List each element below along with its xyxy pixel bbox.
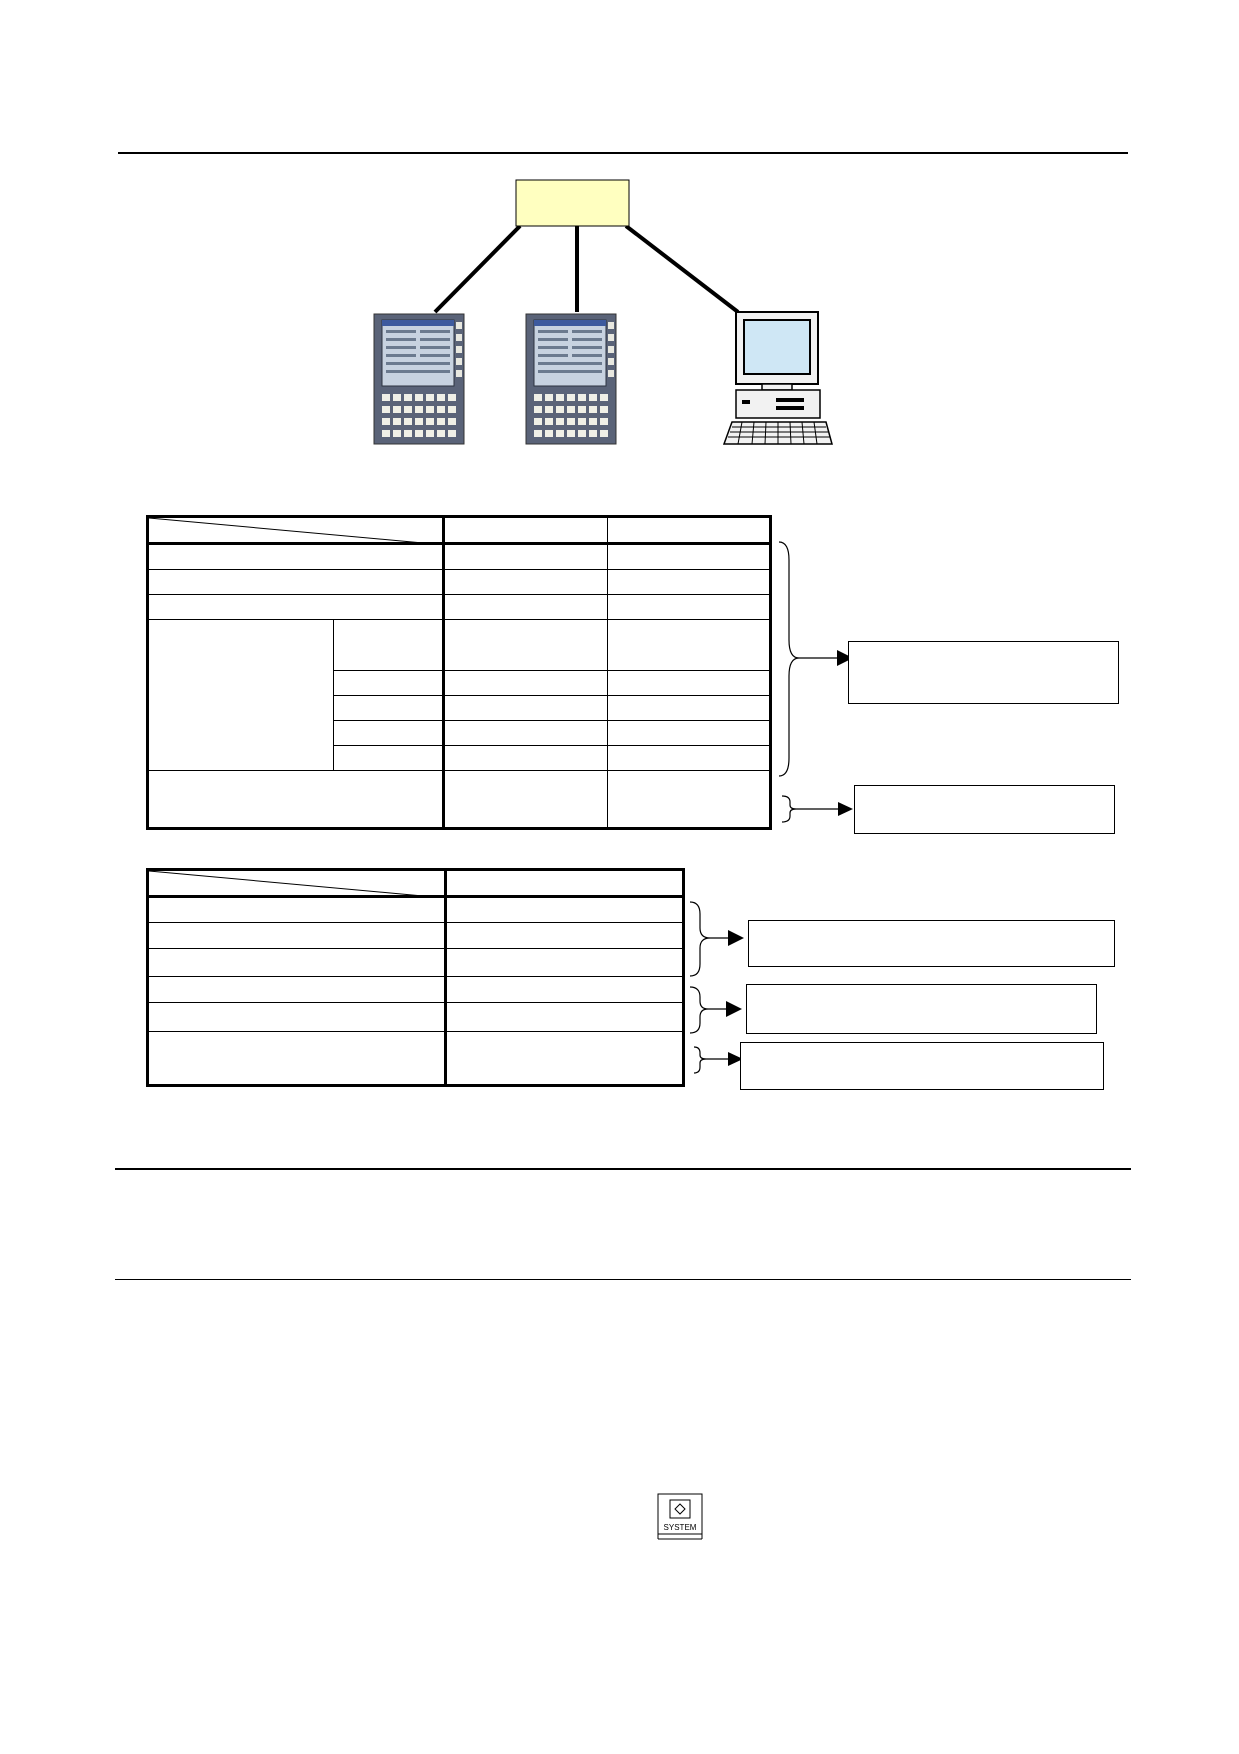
table-cell <box>442 594 608 620</box>
table-cell <box>607 619 771 671</box>
callout-box-3 <box>748 920 1115 967</box>
table-cell <box>607 745 771 771</box>
table-header-cell <box>443 869 685 898</box>
table-row <box>147 1002 685 1032</box>
table-cell <box>333 745 444 771</box>
table-cell <box>147 948 446 977</box>
link-line-left <box>433 224 522 314</box>
table-cell <box>443 896 685 923</box>
table-row <box>147 770 771 829</box>
table-row <box>148 745 771 771</box>
personal-computer-icon <box>722 311 833 445</box>
table-cell <box>443 1002 685 1032</box>
table-cell <box>333 720 444 746</box>
top-rule <box>118 152 1128 154</box>
brace-arrow-3 <box>689 901 744 977</box>
table-row <box>147 619 771 771</box>
table-cell <box>147 770 444 829</box>
table-row <box>147 922 685 949</box>
cnc-control-panel-icon <box>373 313 465 445</box>
table-row <box>147 543 771 570</box>
callout-box-2 <box>854 785 1115 834</box>
table-cell <box>607 695 771 721</box>
table-row <box>147 569 771 595</box>
table-cell <box>333 670 444 696</box>
table-cell <box>607 720 771 746</box>
table-cell <box>607 543 771 570</box>
table-header-corner-cell <box>147 516 444 545</box>
callout-box-1 <box>848 641 1119 704</box>
table-cell <box>443 922 685 949</box>
table-row <box>147 516 771 545</box>
cnc-control-panel-icon <box>525 313 617 445</box>
table-cell <box>442 770 608 829</box>
table-cell <box>147 976 446 1003</box>
table-cell <box>607 770 771 829</box>
section-rule-upper <box>115 1168 1131 1170</box>
table-cell <box>442 670 608 696</box>
table-group-cell <box>147 619 334 771</box>
table-cell <box>442 745 608 771</box>
table-row <box>147 869 685 898</box>
table-header-corner-cell <box>147 869 446 898</box>
table-cell <box>333 695 444 721</box>
table-2 <box>146 868 685 1087</box>
table-header-cell <box>442 516 608 545</box>
table-cell <box>147 922 446 949</box>
table-row <box>147 976 685 1003</box>
table-cell <box>443 1031 685 1086</box>
table-cell <box>442 720 608 746</box>
table-cell <box>147 594 444 620</box>
brace-arrow-2 <box>781 795 853 823</box>
brace-arrow-1 <box>778 541 853 777</box>
callout-box-5 <box>740 1042 1104 1090</box>
table-cell <box>147 1031 446 1086</box>
table-cell <box>442 695 608 721</box>
table-cell <box>442 569 608 595</box>
brace-arrow-4 <box>689 986 742 1034</box>
network-diagram <box>373 179 833 445</box>
table-cell <box>147 896 446 923</box>
link-line-right <box>624 224 740 314</box>
system-key-icon[interactable]: SYSTEM <box>657 1493 703 1541</box>
table-row <box>147 948 685 977</box>
table-cell <box>442 543 608 570</box>
table-header-cell <box>607 516 771 545</box>
table-cell <box>443 948 685 977</box>
system-key-label: SYSTEM <box>664 1523 697 1532</box>
table-cell <box>147 543 444 570</box>
table-cell <box>607 594 771 620</box>
callout-box-4 <box>746 984 1097 1034</box>
table-cell <box>147 1002 446 1032</box>
table-row <box>148 670 771 696</box>
table-cell <box>333 619 444 671</box>
table-row <box>147 1031 685 1086</box>
table-cell <box>607 569 771 595</box>
table-cell <box>607 670 771 696</box>
server-box <box>515 179 630 227</box>
section-rule-lower <box>115 1279 1131 1280</box>
table-row <box>147 896 685 923</box>
table-cell <box>147 569 444 595</box>
table-cell <box>442 619 608 671</box>
brace-arrow-5 <box>693 1046 743 1074</box>
table-cell <box>443 976 685 1003</box>
table-row <box>147 594 771 620</box>
table-1 <box>146 515 772 830</box>
